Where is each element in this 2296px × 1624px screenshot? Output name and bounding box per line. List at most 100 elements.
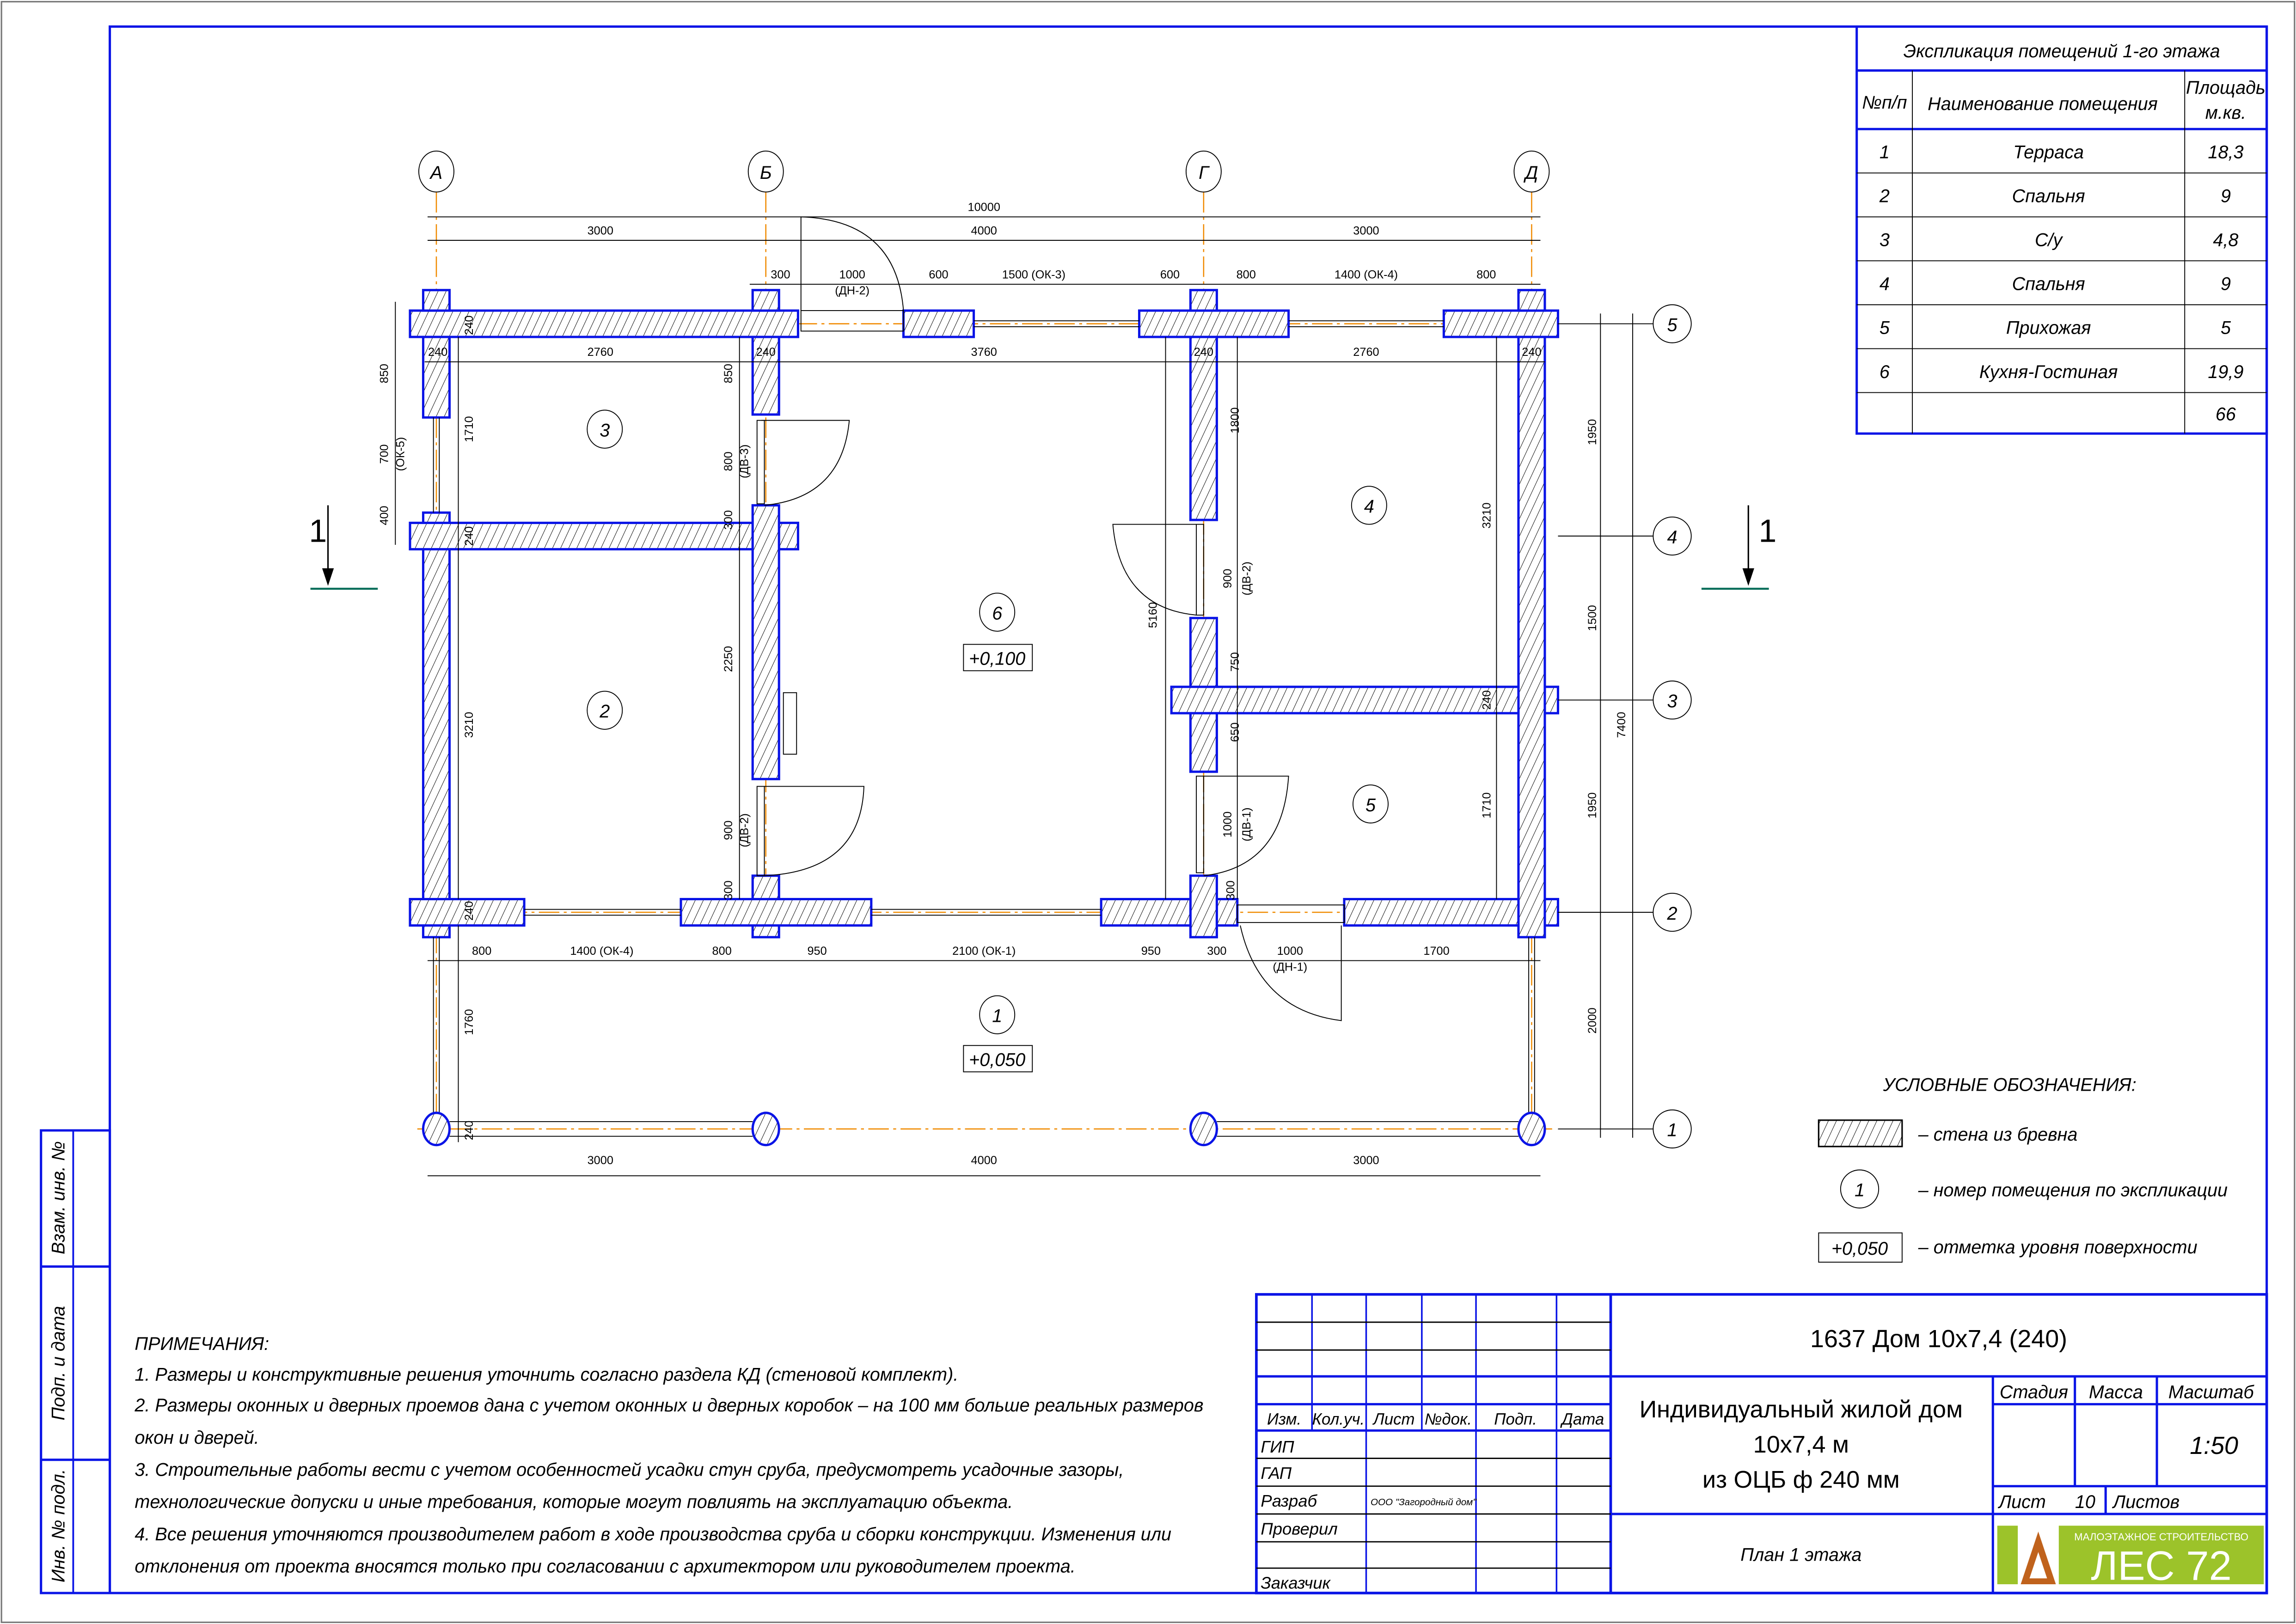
dimension-label: 240	[463, 901, 476, 921]
legend-title: УСЛОВНЫЕ ОБОЗНАЧЕНИЯ:	[1883, 1075, 2137, 1095]
dimension-label: 240	[1194, 346, 1213, 359]
stamp-label-original-inv: Инв. № подл.	[48, 1469, 68, 1582]
company-logo: МАЛОЭТАЖНОЕ СТРОИТЕЛЬСТВО ЛЕС 72	[1997, 1526, 2264, 1588]
revision-col-header: Изм.	[1267, 1410, 1301, 1429]
terrace-post	[1189, 1111, 1218, 1147]
dimension-label: 2250	[722, 646, 735, 672]
note-line: 1. Размеры и конструктивные решения уточ…	[135, 1365, 958, 1385]
wall-segment	[409, 309, 799, 338]
dimension-label: 3210	[463, 712, 476, 738]
axis-letter: А	[429, 163, 442, 183]
section-mark-right: 1	[1701, 505, 1776, 590]
room-number: 2	[599, 702, 610, 722]
axis-bubble	[1653, 680, 1692, 720]
dimension-label: 600	[1160, 268, 1180, 281]
axis-bubble	[747, 150, 784, 193]
dimension-label: 800	[712, 945, 732, 958]
dimension-label: 700	[378, 444, 391, 464]
wall-segment	[751, 289, 780, 312]
dimension-label: 300	[771, 268, 790, 281]
revision-col-header: Дата	[1560, 1410, 1604, 1429]
explication-row-area: 18,3	[2208, 142, 2243, 163]
room-number-marker	[587, 409, 623, 449]
revision-col-header: №док.	[1425, 1410, 1472, 1429]
dimension-label: 2000	[1586, 1007, 1599, 1033]
wall-segment	[1442, 309, 1559, 338]
wall-segment	[422, 511, 451, 939]
room-number: 3	[600, 420, 610, 440]
dimension-label: 240	[463, 526, 476, 546]
wall-segment	[1189, 336, 1218, 521]
axis-bubble	[1653, 892, 1692, 932]
axis-bubble	[1185, 150, 1222, 193]
level-box	[963, 644, 1033, 672]
wall-segment	[422, 289, 451, 312]
wall-segment	[751, 336, 780, 416]
dimension-label: 850	[722, 364, 735, 383]
dimension-label: 5160	[1147, 602, 1160, 628]
notes-title: ПРИМЕЧАНИЯ:	[135, 1334, 269, 1354]
explication-row-number: 6	[1880, 362, 1890, 382]
note-line: технологические допуски и иные требовани…	[135, 1492, 1013, 1512]
explication-row-name: Терраса	[2013, 142, 2084, 163]
axis-number: 2	[1667, 904, 1678, 924]
revision-col-header: Кол.уч.	[1312, 1410, 1365, 1429]
project-description-line: 10х7,4 м	[1753, 1431, 1849, 1458]
axis-letter: Г	[1199, 163, 1210, 183]
explication-row-number: 3	[1880, 230, 1890, 250]
dimension-label: 1000	[839, 268, 865, 281]
wall-segment	[1189, 874, 1218, 939]
dimension-label: 4000	[971, 224, 997, 237]
windows	[433, 320, 1444, 916]
logo-tagline: МАЛОЭТАЖНОЕ СТРОИТЕЛЬСТВО	[2074, 1531, 2248, 1543]
dimension-label: 10000	[967, 201, 1000, 214]
col-header-area-unit: м.кв.	[2205, 103, 2246, 123]
dimension-label: 3000	[588, 224, 613, 237]
room-number-marker	[979, 995, 1016, 1034]
explication-title: Экспликация помещений 1-го этажа	[1904, 41, 2220, 61]
room-number: 5	[1365, 795, 1376, 815]
wall-segment	[902, 309, 975, 338]
explication-row-name: Прихожая	[2006, 318, 2091, 338]
terrace-railing	[422, 937, 1546, 1147]
dimension-label: 1400 (ОК-4)	[1335, 268, 1398, 281]
legend-level-symbol: +0,050	[1831, 1239, 1888, 1259]
dimension-label: 3000	[1353, 224, 1379, 237]
explication-row-name: С/у	[2035, 230, 2063, 250]
dimension-label: 600	[929, 268, 948, 281]
project-description-line: Индивидуальный жилой дом	[1640, 1396, 1963, 1423]
dimension-label: 1000	[1221, 812, 1234, 837]
mass-label: Масса	[2089, 1382, 2143, 1403]
level-mark-terrace: +0,050	[969, 1050, 1025, 1070]
dimension-label: 300	[722, 880, 735, 900]
terrace-post	[422, 1111, 451, 1147]
wall-segment	[1517, 336, 1546, 939]
explication-row-number: 2	[1879, 186, 1890, 207]
dimension-label: 1710	[463, 416, 476, 442]
axis-number: 4	[1667, 527, 1678, 548]
explication-row-area: 19,9	[2208, 362, 2243, 382]
room-number-marker	[1351, 486, 1387, 525]
room-number: 1	[992, 1006, 1002, 1026]
explication-row-name: Спальня	[2012, 186, 2085, 207]
dimension-label: 4000	[971, 1154, 997, 1167]
col-header-area: Площадь	[2186, 78, 2265, 98]
dimension-label: 2100 (ОК-1)	[952, 945, 1016, 958]
sheets-label: Листов	[2112, 1492, 2180, 1512]
dimension-label: 800	[472, 945, 491, 958]
wall-segment	[422, 336, 451, 419]
dimension-label: 2760	[588, 346, 613, 359]
explication-total: 66	[2216, 404, 2236, 425]
room-number-marker	[587, 690, 623, 730]
dimension-label: 800	[722, 452, 735, 471]
scale-label: Масштаб	[2168, 1382, 2255, 1403]
axis-bubble	[1513, 150, 1550, 193]
wall-segment	[409, 897, 526, 927]
dimension-label: (ДВ-3)	[738, 445, 751, 478]
legend-room-symbol	[1840, 1169, 1880, 1209]
sheet-name: План 1 этажа	[1740, 1545, 1861, 1565]
dimension-label: 3000	[1353, 1154, 1379, 1167]
